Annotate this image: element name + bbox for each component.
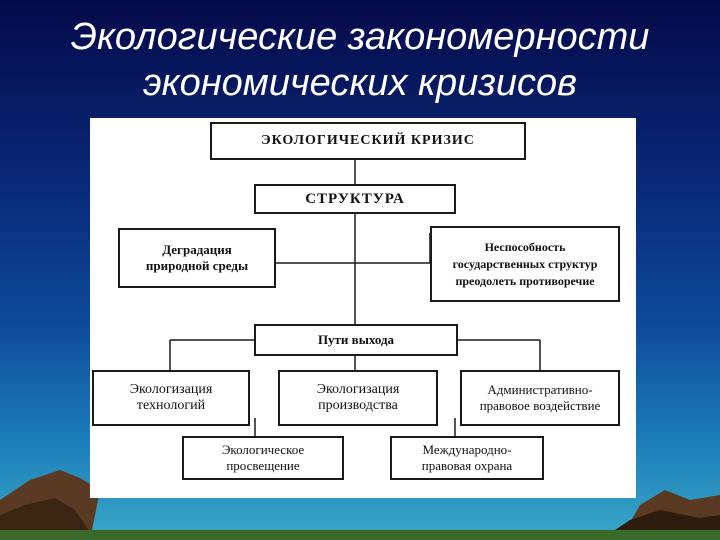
slide-title: Экологические закономерности экономическ…: [0, 14, 720, 106]
connector-lines: [169, 160, 541, 436]
slide-title-line2: экономических кризисов: [143, 62, 577, 104]
box-ways-out: Пути выхода: [254, 324, 458, 356]
box-ecological-education: Экологическое просвещение: [182, 436, 344, 480]
box-international-protection: Международно-правовая охрана: [390, 436, 544, 480]
box-degradation: Деградация природной среды: [118, 228, 276, 288]
diagram-panel: ЭКОЛОГИЧЕСКИЙ КРИЗИС СТРУКТУРА Деградаци…: [90, 118, 636, 498]
box-administrative: Административно-правовое воздействие: [460, 370, 620, 426]
slide-title-line1: Экологические закономерности: [70, 16, 650, 58]
box-inability: Неспособность государственных структур п…: [430, 226, 620, 302]
box-ecologization-technology: Экологизация технологий: [92, 370, 250, 426]
box-ecological-crisis: ЭКОЛОГИЧЕСКИЙ КРИЗИС: [210, 122, 526, 160]
box-ecologization-production: Экологизация производства: [278, 370, 438, 426]
box-structure: СТРУКТУРА: [254, 184, 456, 214]
